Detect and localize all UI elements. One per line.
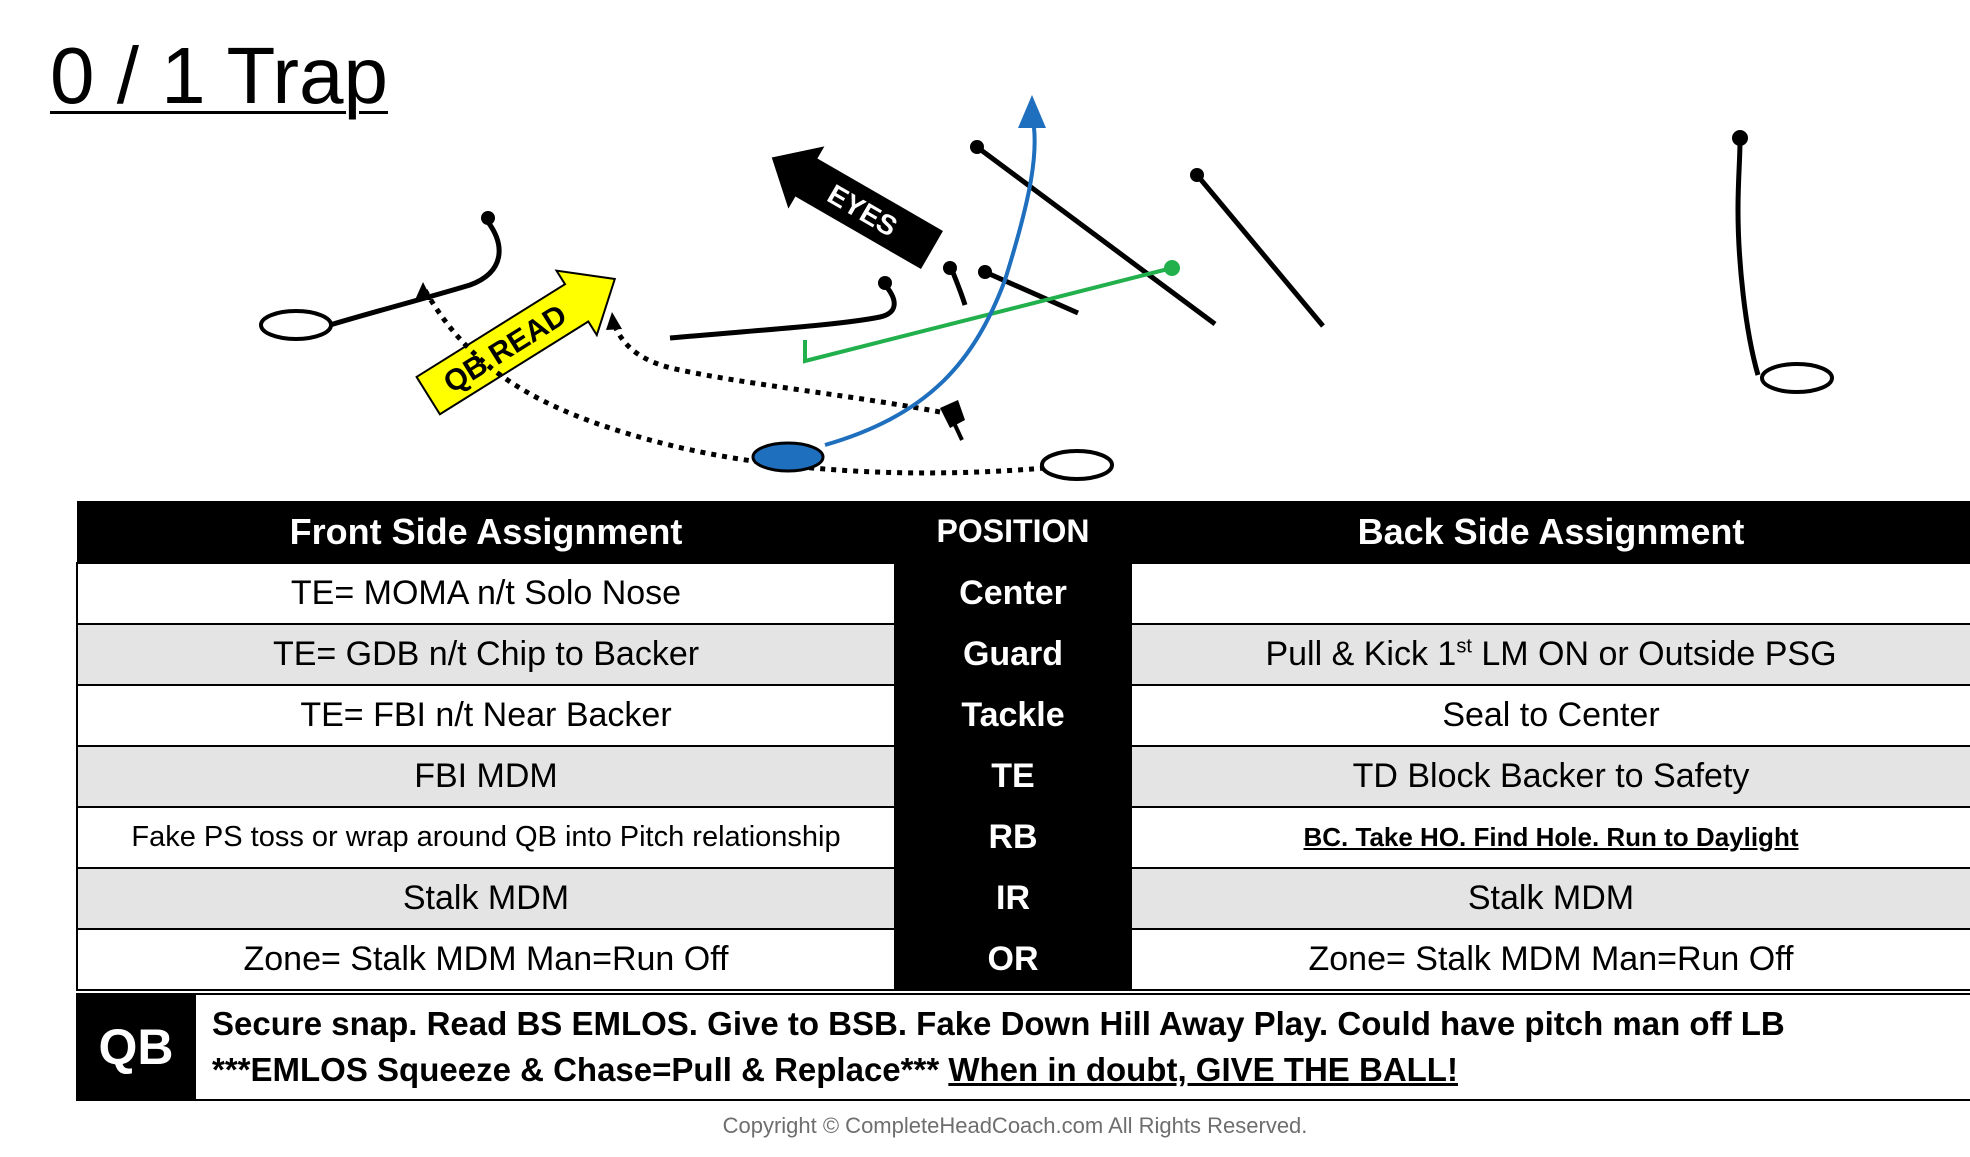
position-header: POSITION	[895, 501, 1131, 563]
left-receiver	[259, 309, 333, 341]
qb-line-1: Secure snap. Read BS EMLOS. Give to BSB.…	[212, 1005, 1785, 1042]
table-row: TE= FBI n/t Near Backer Tackle Seal to C…	[76, 684, 1970, 747]
table-row: Stalk MDM IR Stalk MDM	[76, 867, 1970, 930]
table-row: Zone= Stalk MDM Man=Run Off OR Zone= Sta…	[76, 928, 1970, 991]
fake-route-arrowhead	[606, 312, 622, 330]
qb-line-2-emphasis: When in doubt, GIVE THE BALL!	[948, 1051, 1458, 1088]
back-assignment: BC. Take HO. Find Hole. Run to Daylight	[1130, 806, 1970, 869]
page-title: 0 / 1 Trap	[50, 31, 388, 120]
guard-pull-route	[803, 266, 1173, 364]
qb-label: QB	[76, 993, 196, 1101]
position-label: RB	[894, 806, 1132, 869]
line-block-1	[669, 283, 897, 341]
position-label: IR	[894, 867, 1132, 930]
back-assignment: Zone= Stalk MDM Man=Run Off	[1130, 928, 1970, 991]
front-assignment: Fake PS toss or wrap around QB into Pitc…	[76, 806, 896, 869]
position-label: Center	[894, 562, 1132, 625]
line-block-3	[983, 269, 1080, 316]
front-side-header: Front Side Assignment	[77, 501, 895, 563]
qb-line-2: ***EMLOS Squeeze & Chase=Pull & Replace*…	[212, 1047, 1970, 1093]
fake-route	[609, 317, 941, 415]
block-end-marker	[940, 400, 965, 428]
ball-carrier-arrowhead	[1018, 95, 1046, 128]
assignment-table: Front Side Assignment POSITION Back Side…	[76, 501, 1970, 991]
back-assignment	[1130, 562, 1970, 625]
play-diagram: QB READ EYES	[259, 95, 1834, 481]
line-block-2	[949, 269, 968, 306]
position-label: Tackle	[894, 684, 1132, 747]
front-assignment: TE= GDB n/t Chip to Backer	[76, 623, 896, 686]
right-receiver	[1760, 362, 1834, 394]
running-back	[1040, 449, 1114, 481]
back-assignment: Pull & Kick 1st LM ON or Outside PSG	[1130, 623, 1970, 686]
eyes-arrow: EYES	[771, 146, 943, 270]
qb-read-arrow: QB READ	[415, 269, 617, 416]
ball-carrier-route	[824, 114, 1037, 447]
rb-pitch-route	[422, 288, 1046, 476]
line-block-5	[1195, 173, 1325, 328]
line-block-4	[975, 144, 1217, 327]
front-assignment: FBI MDM	[76, 745, 896, 808]
front-assignment: TE= MOMA n/t Solo Nose	[76, 562, 896, 625]
position-label: OR	[894, 928, 1132, 991]
qb-line-2-plain: ***EMLOS Squeeze & Chase=Pull & Replace*…	[212, 1051, 940, 1088]
back-assignment: Seal to Center	[1130, 684, 1970, 747]
copyright-notice: Copyright © CompleteHeadCoach.com All Ri…	[722, 1113, 1308, 1138]
back-side-header: Back Side Assignment	[1131, 501, 1970, 563]
qb-read-label: QB READ	[438, 299, 573, 400]
qb-instructions: Secure snap. Read BS EMLOS. Give to BSB.…	[194, 993, 1970, 1101]
qb-assignment: QB Secure snap. Read BS EMLOS. Give to B…	[76, 993, 1970, 1101]
front-assignment: Stalk MDM	[76, 867, 896, 930]
position-label: TE	[894, 745, 1132, 808]
right-receiver-route	[1735, 139, 1761, 376]
front-assignment: Zone= Stalk MDM Man=Run Off	[76, 928, 896, 991]
front-assignment: TE= FBI n/t Near Backer	[76, 684, 896, 747]
table-row: Fake PS toss or wrap around QB into Pitc…	[76, 806, 1970, 869]
table-row: TE= GDB n/t Chip to Backer Guard Pull & …	[76, 623, 1970, 686]
left-receiver-route	[329, 220, 502, 328]
position-label: Guard	[894, 623, 1132, 686]
table-row: FBI MDM TE TD Block Backer to Safety	[76, 745, 1970, 808]
table-row: TE= MOMA n/t Solo Nose Center	[76, 562, 1970, 625]
ball-carrier	[751, 441, 825, 473]
back-assignment: Stalk MDM	[1130, 867, 1970, 930]
back-assignment: TD Block Backer to Safety	[1130, 745, 1970, 808]
